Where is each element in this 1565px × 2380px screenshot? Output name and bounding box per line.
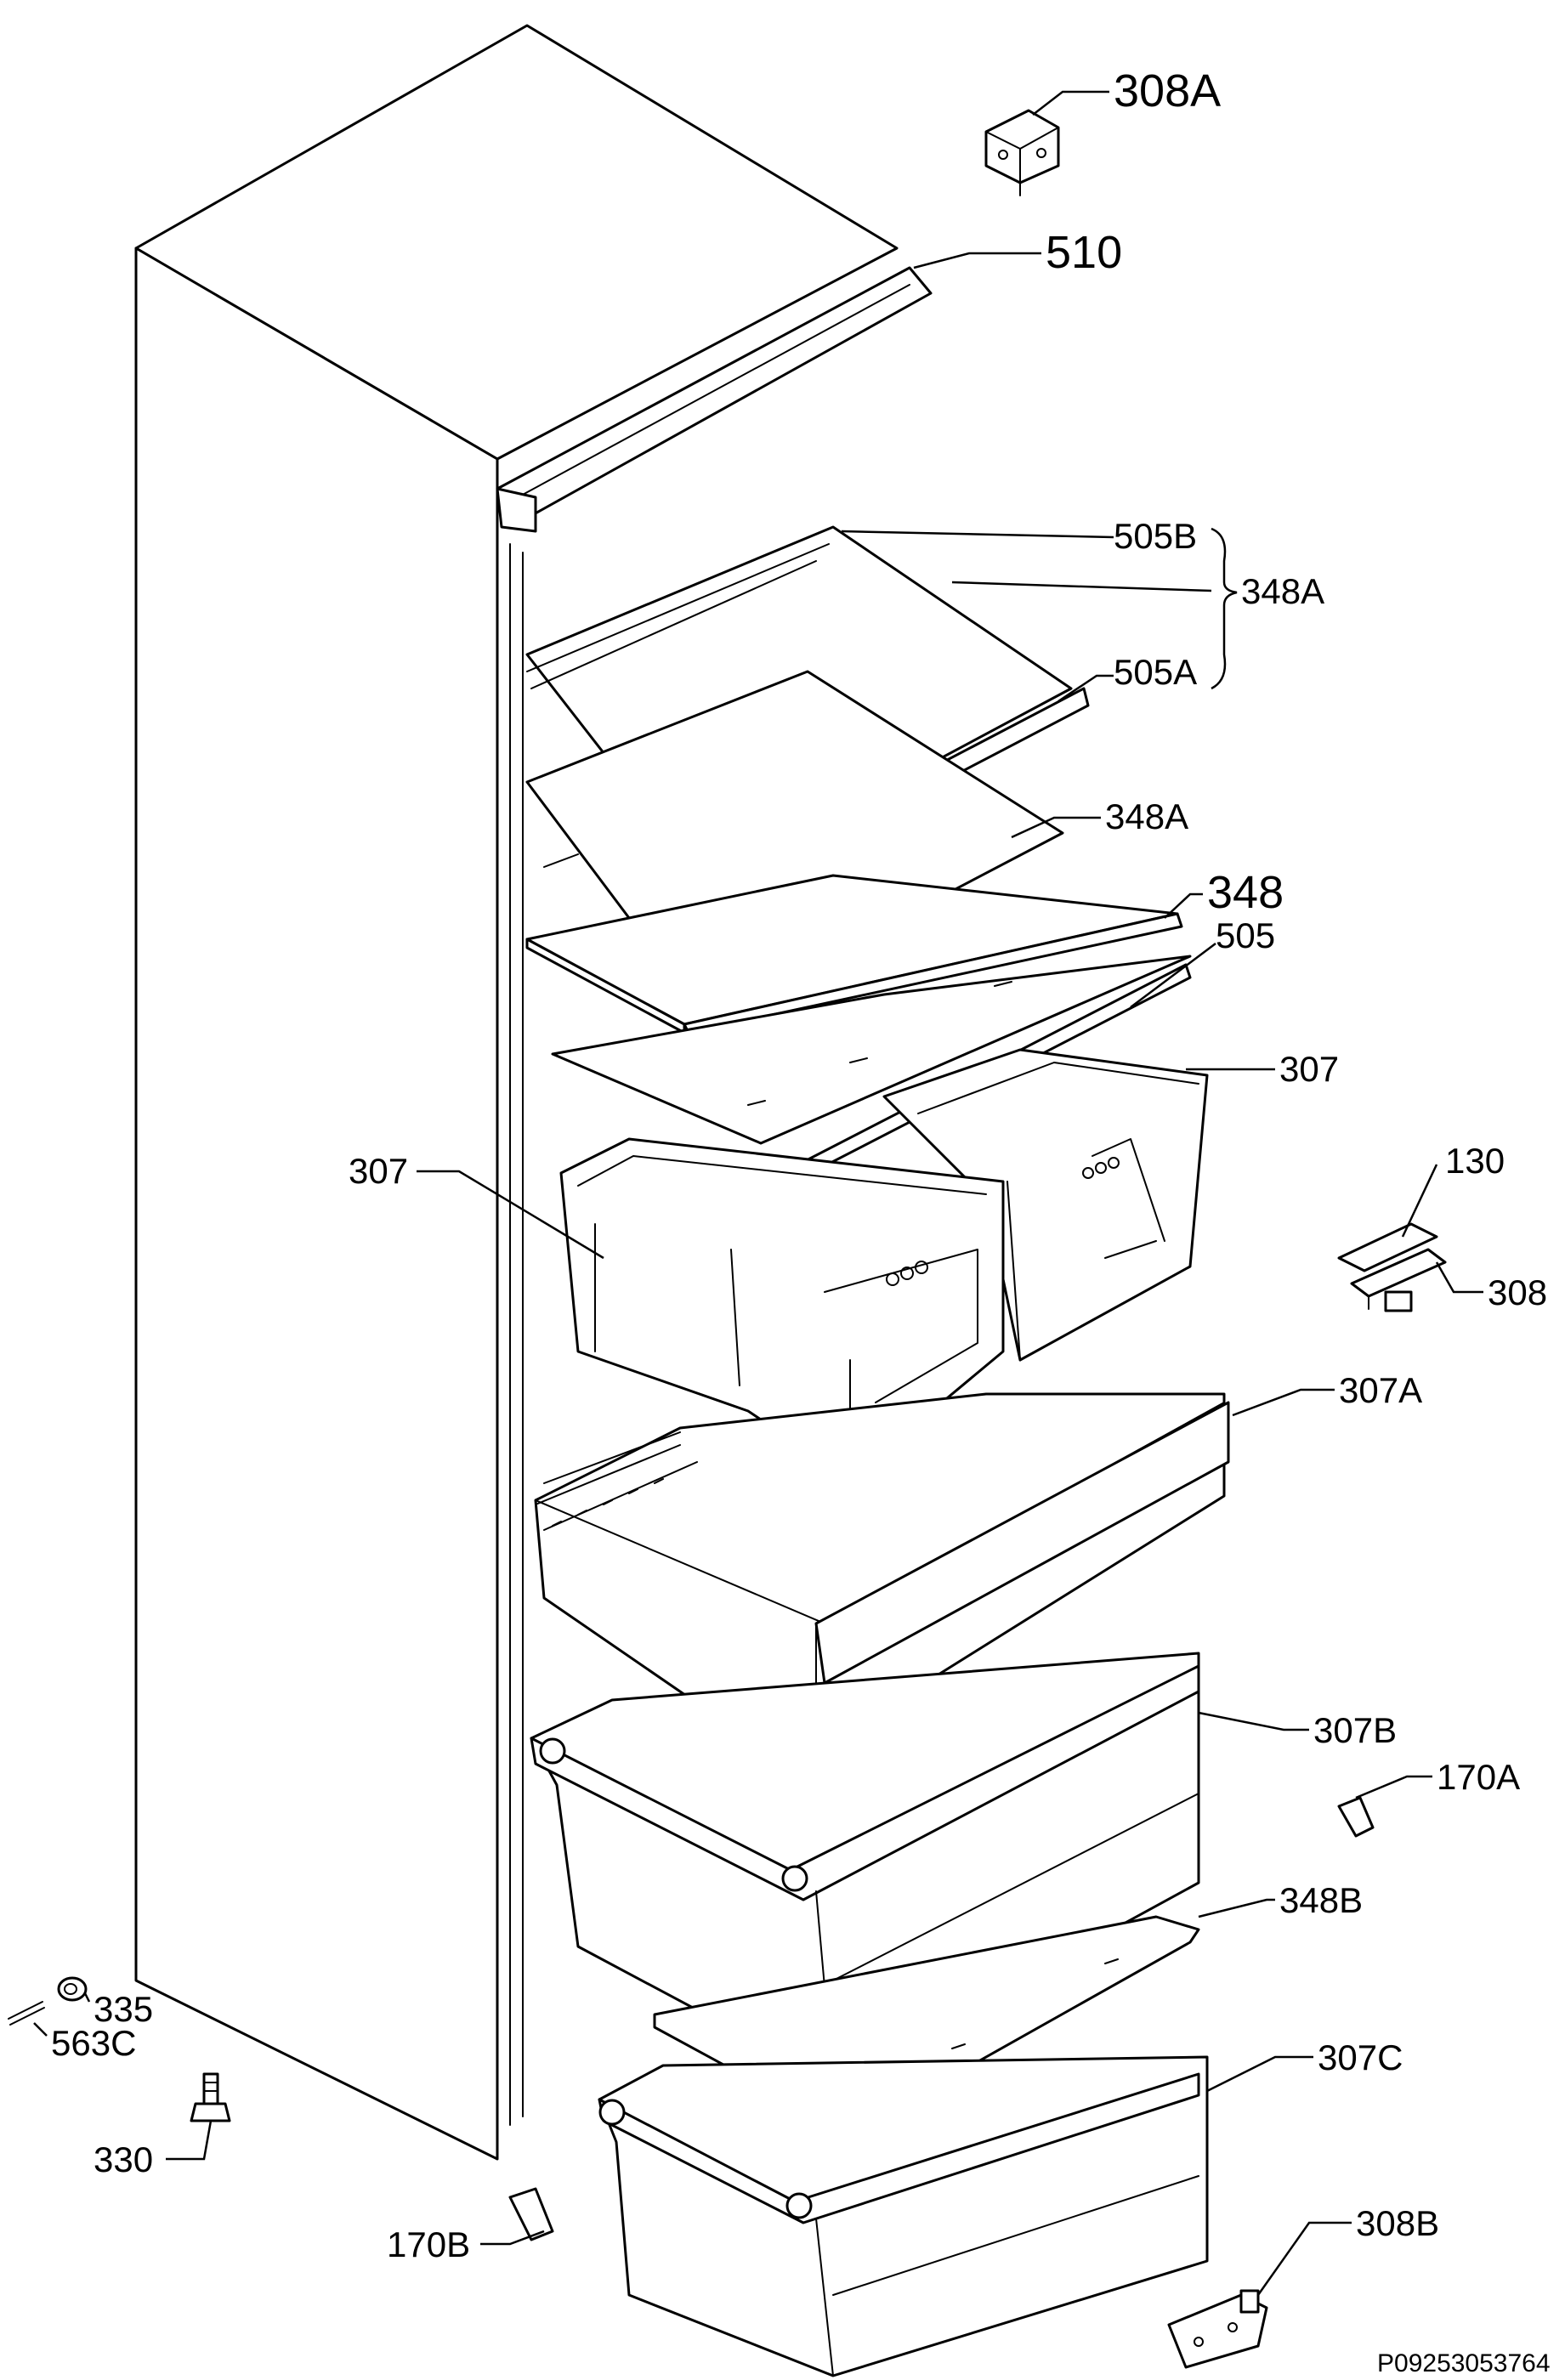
bottom-hinge-308B [1167, 2289, 1268, 2369]
label-170B: 170B [387, 2224, 470, 2264]
label-307B: 307B [1313, 1710, 1397, 1750]
label-505: 505 [1216, 915, 1275, 955]
label-330: 330 [94, 2139, 153, 2179]
adjustable-foot-330 [190, 2072, 231, 2122]
label-307-right: 307 [1279, 1049, 1339, 1089]
label-348A-group: 348A [1241, 571, 1324, 611]
label-510: 510 [1046, 227, 1122, 278]
label-563C: 563C [51, 2023, 136, 2063]
reference-code: P09253053764 [1377, 2349, 1551, 2377]
door-stop-170B [508, 2187, 554, 2241]
label-505B: 505B [1114, 516, 1197, 556]
leader-lines [33, 90, 1483, 2296]
top-trim-510 [496, 266, 933, 533]
part-labels: 308A 510 505B 348A 505A 348A 348 505 307… [51, 65, 1551, 2377]
cabinet-body [134, 24, 899, 2161]
label-308: 308 [1488, 1272, 1547, 1312]
label-308A: 308A [1114, 65, 1221, 116]
label-348A-shelf: 348A [1105, 796, 1188, 836]
spacer-335 [57, 1976, 88, 2002]
label-307C: 307C [1318, 2037, 1403, 2077]
freezer-drawer-307C [598, 2055, 1209, 2377]
label-505A: 505A [1114, 652, 1197, 692]
freezer-drawer-307B [530, 1652, 1200, 2084]
crisper-drawer-307A [534, 1392, 1230, 1787]
label-130: 130 [1445, 1141, 1505, 1181]
pin-563C [8, 2001, 45, 2026]
label-307-left: 307 [349, 1151, 408, 1191]
label-348B: 348B [1279, 1880, 1363, 1920]
top-hinge-308A [984, 109, 1060, 196]
label-335: 335 [94, 1989, 153, 2029]
label-308B: 308B [1356, 2203, 1439, 2243]
door-stop-170A [1337, 1796, 1375, 1838]
glass-shelf-348 [525, 874, 1183, 1034]
label-307A: 307A [1339, 1370, 1422, 1410]
label-170A: 170A [1437, 1757, 1520, 1797]
middle-hinge-130-308 [1337, 1222, 1447, 1312]
label-348: 348 [1207, 867, 1284, 918]
